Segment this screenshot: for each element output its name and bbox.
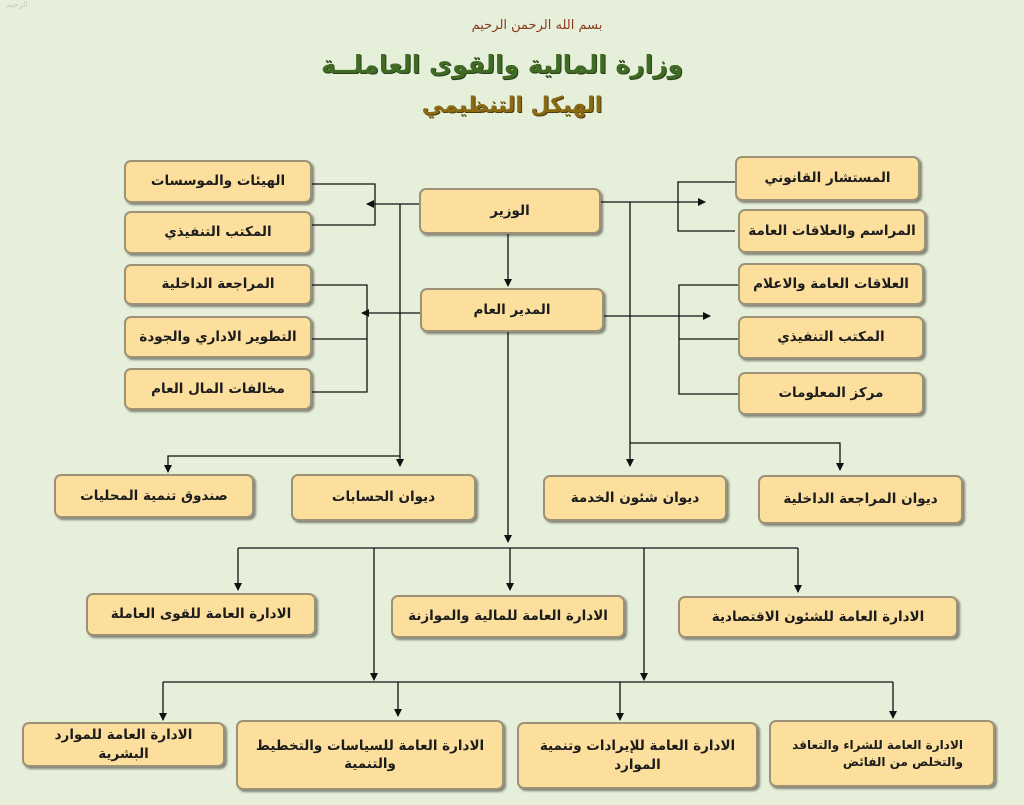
legal-advisor-box: المستشار القانوني: [735, 156, 920, 201]
ga-revenues-resources-box: الادارة العامة للإيرادات وتنمية الموارد: [517, 722, 758, 789]
ga-procurement-line1: الادارة العامة للشراء والتعاقد: [792, 738, 963, 753]
minister-box: الوزير: [419, 188, 601, 234]
bodies-institutions-box: الهيئات والموسسات: [124, 160, 312, 203]
ga-human-resources-box: الادارة العامة للموارد البشرية: [22, 722, 225, 767]
ga-economic-affairs-box: الادارة العامة للشئون الاقتصادية: [678, 596, 958, 638]
exec-office-left-box: المكتب التنفيذي: [124, 211, 312, 254]
internal-audit-bureau-box: ديوان المراجعة الداخلية: [758, 475, 963, 524]
public-relations-media-box: العلاقات العامة والاعلام: [738, 263, 924, 305]
information-center-box: مركز المعلومات: [738, 372, 924, 415]
exec-office-right-box: المكتب التنفيذي: [738, 316, 924, 359]
director-general-box: المدير العام: [420, 288, 604, 332]
public-money-violations-box: مخالفات المال العام: [124, 368, 312, 410]
ga-finance-budget-box: الادارة العامة للمالية والموازنة: [391, 595, 625, 638]
admin-development-box: التطوير الاداري والجودة: [124, 316, 312, 358]
protocol-public-relations-box: المراسم والعلاقات العامة: [738, 209, 926, 253]
ministry-title: وزارة المالية والقوى العاملــة: [320, 50, 684, 79]
corner-mark: الرجيم: [6, 0, 28, 9]
page-title: الهيكل التنظيمي: [421, 93, 603, 118]
service-affairs-bureau-box: ديوان شئون الخدمة: [543, 475, 727, 521]
accounts-bureau-box: ديوان الحسابات: [291, 474, 476, 521]
basmala: بسم الله الرحمن الرحيم: [471, 18, 603, 33]
internal-audit-box: المراجعة الداخلية: [124, 264, 312, 305]
ga-procurement-line2: والتخلص من الفائض: [842, 754, 963, 769]
ga-manpower-box: الادارة العامة للقوى العاملة: [86, 593, 316, 636]
ga-procurement-box: الادارة العامة للشراء والتعاقد والتخلص م…: [769, 720, 995, 787]
localities-fund-box: صندوق تنمية المحليات: [54, 474, 254, 518]
ga-policies-planning-box: الادارة العامة للسياسات والتخطيط والتنمي…: [236, 720, 504, 790]
